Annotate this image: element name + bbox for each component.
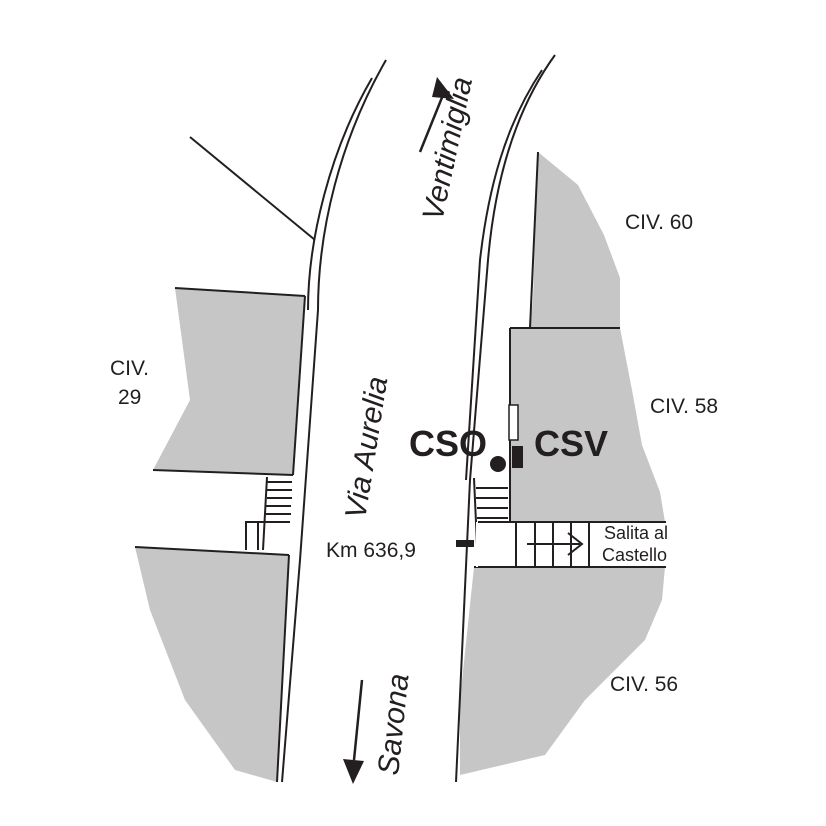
label-civ-56: CIV. 56	[610, 673, 678, 696]
label-salita-line1: Salita al	[604, 523, 668, 543]
label-km: Km 636,9	[326, 539, 416, 562]
west-stairs	[245, 476, 292, 551]
road-west-edge-inner	[307, 77, 373, 311]
arrow-north	[418, 77, 454, 153]
label-civ-58: CIV. 58	[650, 395, 718, 418]
civ-29-bottom-edge	[152, 469, 294, 476]
block-civ-56	[460, 567, 665, 775]
label-ventimiglia: Ventimiglia	[417, 74, 480, 223]
door-marker	[508, 404, 519, 441]
label-csv: CSV	[534, 423, 608, 464]
label-civ-29-line1: CIV.	[110, 357, 149, 380]
block-civ-60	[530, 152, 620, 328]
label-salita-line2: Castello	[602, 545, 667, 565]
csv-marker	[512, 446, 523, 468]
road-west-edge	[281, 59, 387, 783]
arrow-south	[343, 679, 364, 784]
label-civ-29-line2: 29	[118, 386, 141, 409]
sw-block-right-edge	[276, 554, 290, 783]
label-via-aurelia: Via Aurelia	[339, 374, 394, 521]
label-civ-60: CIV. 60	[625, 211, 693, 234]
civ-29-top-edge	[174, 287, 306, 297]
side-street-nw	[189, 136, 316, 241]
civ-60-edge	[529, 151, 539, 329]
sw-block-top-edge	[134, 546, 290, 556]
road-east-edge-inner	[465, 69, 543, 481]
block-south-west	[135, 547, 289, 782]
km-marker	[456, 540, 474, 547]
label-savona: Savona	[372, 672, 415, 777]
block-civ-29	[153, 288, 305, 475]
block-civ-58	[510, 328, 665, 522]
civ-29-right-edge	[292, 295, 306, 476]
label-cso: CSO	[409, 423, 487, 464]
cso-marker	[490, 456, 506, 472]
salita-lane	[476, 521, 666, 568]
road-east-edge	[455, 54, 556, 783]
